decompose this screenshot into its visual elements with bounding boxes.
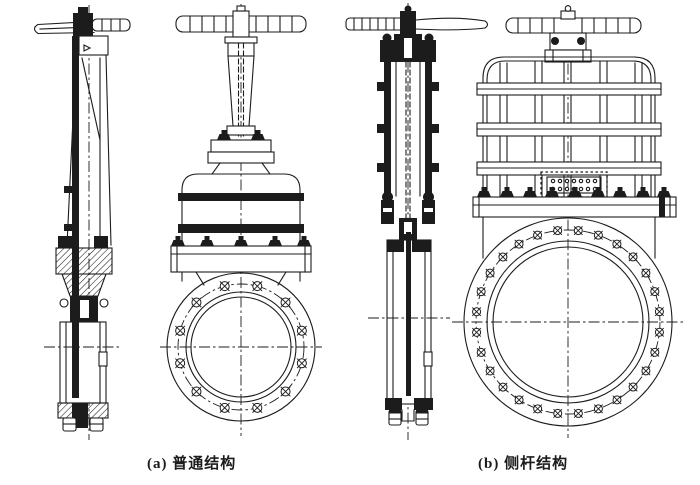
body-flange-bar — [170, 236, 312, 286]
valve-a-side-view — [33, 5, 131, 440]
body-flange-bar — [472, 187, 677, 259]
gland-flange — [55, 236, 113, 297]
side-rod-frame — [476, 56, 662, 199]
body-and-flange-circle — [160, 272, 322, 422]
caption-figure-b: (b) 侧杆结构 — [478, 456, 569, 472]
gland-nuts — [381, 191, 435, 240]
yoke-column — [64, 35, 112, 246]
packing-gland — [59, 296, 109, 322]
flange-bolt-ring-b — [472, 226, 664, 418]
cross-band — [476, 82, 662, 176]
stem-nut-block — [544, 32, 592, 63]
stem-and-yoke — [224, 36, 258, 139]
valve-body — [368, 232, 450, 405]
clamp-band — [178, 224, 304, 233]
bottom-flange — [385, 398, 433, 426]
caption-figure-a: (a) 普通结构 — [147, 456, 237, 472]
gate-blade-edge — [72, 36, 79, 398]
bottom-flange — [57, 402, 109, 432]
body-lug — [423, 351, 433, 367]
valve-body — [44, 321, 122, 404]
valve-a-front-view — [160, 4, 322, 436]
side-rods — [377, 61, 439, 229]
gate-blade-edge — [406, 232, 411, 396]
yoke-head — [380, 33, 436, 62]
handwheel-icon — [505, 5, 642, 34]
bonnet — [178, 173, 304, 247]
flange-bolt-ring-a — [175, 281, 307, 413]
body-and-flange-circle — [452, 217, 684, 427]
body-lug — [98, 351, 108, 367]
valve-b-front-view — [452, 5, 684, 438]
stuffing-box-flange — [207, 130, 275, 175]
valve-b-side-view — [345, 3, 489, 440]
valve-diagram — [33, 3, 684, 440]
handwheel-edge-icon — [33, 7, 131, 37]
clamp-band — [178, 193, 304, 201]
handwheel-edge-icon — [345, 5, 489, 35]
handwheel-icon — [175, 5, 307, 38]
bonnet-neck — [61, 273, 107, 297]
